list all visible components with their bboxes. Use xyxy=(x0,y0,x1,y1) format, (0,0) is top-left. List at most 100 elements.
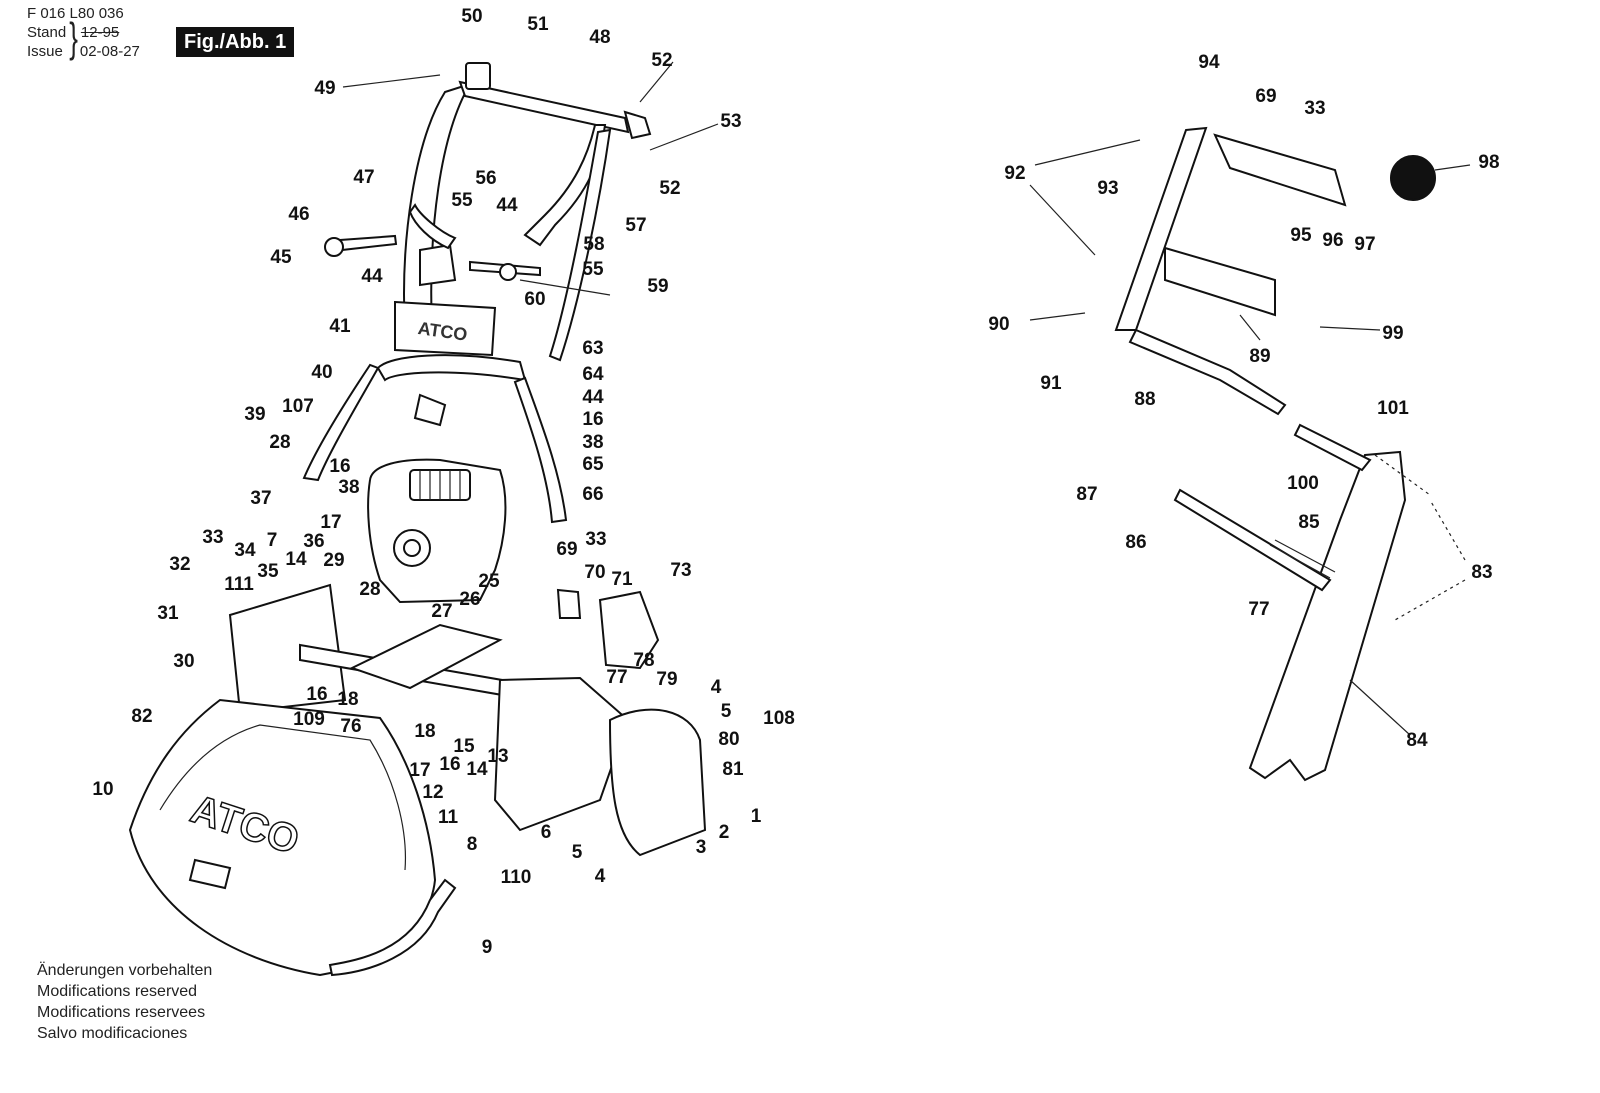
part-callout-57: 57 xyxy=(625,215,646,236)
part-callout-18: 18 xyxy=(414,721,435,742)
part-callout-97: 97 xyxy=(1354,234,1375,255)
spring-bolt xyxy=(1173,423,1372,592)
part-callout-89: 89 xyxy=(1249,346,1270,367)
part-callout-83: 83 xyxy=(1471,562,1492,583)
part-callout-58: 58 xyxy=(583,234,604,255)
leader-lines xyxy=(342,61,1471,736)
part-callout-66: 66 xyxy=(582,484,603,505)
engine xyxy=(367,458,507,604)
brace-glyph: } xyxy=(69,13,78,62)
part-callout-69: 69 xyxy=(556,539,577,560)
part-callout-18: 18 xyxy=(337,689,358,710)
part-callout-100: 100 xyxy=(1287,473,1319,494)
part-callout-111: 111 xyxy=(224,574,254,595)
part-callout-31: 31 xyxy=(157,603,179,624)
part-callout-73: 73 xyxy=(670,560,691,581)
part-callout-69: 69 xyxy=(1255,86,1276,107)
part-callout-88: 88 xyxy=(1134,389,1155,410)
part-callout-1: 1 xyxy=(751,806,762,827)
part-callout-33: 33 xyxy=(585,529,606,550)
part-callout-30: 30 xyxy=(173,651,194,672)
part-callout-60: 60 xyxy=(524,289,545,310)
figure-label: Fig./Abb. 1 xyxy=(176,27,295,57)
part-callout-53: 53 xyxy=(720,111,741,132)
part-callout-5: 5 xyxy=(721,701,732,722)
part-callout-3: 3 xyxy=(696,837,707,858)
part-callout-76: 76 xyxy=(340,716,361,737)
stand-value: 12-95 xyxy=(80,24,120,41)
part-callout-51: 51 xyxy=(527,14,549,35)
part-callout-65: 65 xyxy=(582,454,604,475)
issue-label: Issue xyxy=(27,43,63,60)
part-callout-25: 25 xyxy=(478,571,500,592)
part-callout-33: 33 xyxy=(202,527,223,548)
part-callout-27: 27 xyxy=(431,601,452,622)
part-callout-9: 9 xyxy=(482,937,493,958)
part-callout-12: 12 xyxy=(422,782,443,803)
part-callout-14: 14 xyxy=(466,759,488,780)
part-callout-44: 44 xyxy=(496,195,518,216)
part-callout-87: 87 xyxy=(1076,484,1097,505)
part-callout-44: 44 xyxy=(361,266,383,287)
issue-value: 02-08-27 xyxy=(79,43,140,60)
part-callout-56: 56 xyxy=(475,168,496,189)
footer-notes: Änderungen vorbehalten Modifications res… xyxy=(37,960,212,1044)
part-callout-95: 95 xyxy=(1290,225,1312,246)
part-callout-92: 92 xyxy=(1004,163,1025,184)
part-callout-78: 78 xyxy=(633,650,654,671)
part-callout-6: 6 xyxy=(541,822,552,843)
part-callout-38: 38 xyxy=(338,477,359,498)
part-callout-16: 16 xyxy=(329,456,350,477)
lower-handle-frame xyxy=(302,354,568,524)
part-callout-52: 52 xyxy=(659,178,680,199)
part-callout-91: 91 xyxy=(1040,373,1062,394)
part-callout-16: 16 xyxy=(306,684,327,705)
part-callout-45: 45 xyxy=(270,247,292,268)
part-callout-96: 96 xyxy=(1322,230,1343,251)
part-callout-49: 49 xyxy=(314,78,335,99)
part-callout-90: 90 xyxy=(988,314,1009,335)
part-callout-63: 63 xyxy=(582,338,603,359)
part-callout-64: 64 xyxy=(582,364,604,385)
footer-line: Modifications reservees xyxy=(37,1004,206,1021)
part-callout-35: 35 xyxy=(257,561,279,582)
part-callout-50: 50 xyxy=(461,6,482,27)
part-callout-70: 70 xyxy=(584,562,605,583)
part-callout-38: 38 xyxy=(582,432,603,453)
part-callout-109: 109 xyxy=(293,709,325,730)
part-callout-11: 11 xyxy=(438,807,459,828)
part-callout-44: 44 xyxy=(582,387,604,408)
part-callout-16: 16 xyxy=(582,409,603,430)
part-callout-55: 55 xyxy=(582,259,604,280)
throttle-lever xyxy=(324,234,398,257)
part-callout-85: 85 xyxy=(1298,512,1320,533)
part-callout-28: 28 xyxy=(359,579,380,600)
part-callout-26: 26 xyxy=(459,589,480,610)
part-callout-29: 29 xyxy=(323,550,344,571)
footer-line: Modifications reserved xyxy=(37,983,198,1000)
part-callout-47: 47 xyxy=(353,167,374,188)
chassis-frame xyxy=(228,583,707,857)
part-callout-15: 15 xyxy=(453,736,475,757)
footer-line: Salvo modificaciones xyxy=(37,1025,188,1042)
part-callout-46: 46 xyxy=(288,204,309,225)
part-callout-17: 17 xyxy=(409,760,430,781)
part-callout-5: 5 xyxy=(572,842,583,863)
part-callout-10: 10 xyxy=(92,779,113,800)
cross-rod xyxy=(469,260,611,296)
part-callout-55: 55 xyxy=(451,190,473,211)
part-callout-59: 59 xyxy=(647,276,668,297)
part-callout-80: 80 xyxy=(718,729,739,750)
part-callout-7: 7 xyxy=(267,530,278,551)
part-callout-32: 32 xyxy=(169,554,190,575)
part-callout-71: 71 xyxy=(611,569,633,590)
part-callout-110: 110 xyxy=(501,867,532,888)
part-callout-37: 37 xyxy=(250,488,271,509)
grass-box-handle xyxy=(328,878,457,977)
stand-label: Stand xyxy=(27,24,67,41)
part-callout-79: 79 xyxy=(656,669,677,690)
grass-box: ATCO xyxy=(128,698,437,977)
